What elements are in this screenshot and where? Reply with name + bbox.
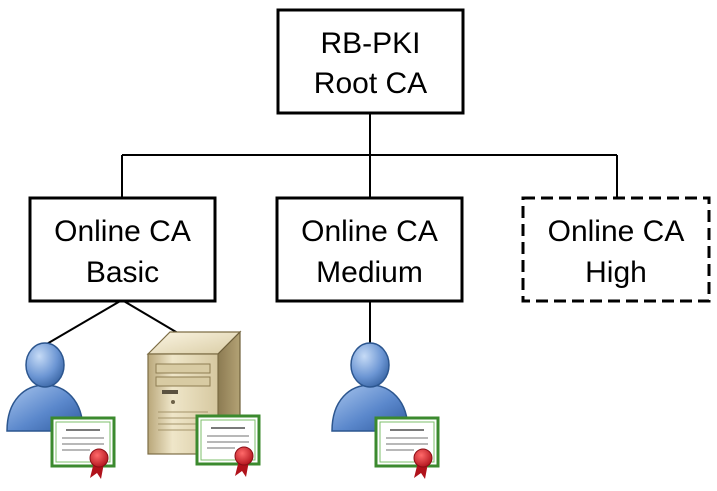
online-ca-medium-line2: Medium: [316, 256, 423, 289]
online-ca-medium-line1: Online CA: [301, 215, 438, 248]
user-head: [350, 342, 390, 388]
certificate-icon: [50, 416, 116, 479]
online-ca-basic-line2: Basic: [86, 256, 159, 289]
certificate-icon: [195, 414, 261, 477]
online-ca-basic-line1: Online CA: [54, 215, 191, 248]
online-ca-basic-node: Online CA Basic: [28, 196, 217, 303]
connectors: [44, 113, 618, 346]
root-ca-box: [276, 8, 465, 115]
basic-to-user-line: [44, 299, 123, 346]
root-ca-line2: Root CA: [314, 67, 427, 100]
certificate-icon: [374, 416, 440, 479]
online-ca-medium-node: Online CA Medium: [275, 196, 464, 303]
user-head: [25, 342, 65, 388]
online-ca-high-box: [521, 196, 711, 303]
online-ca-medium-box: [275, 196, 464, 303]
root-ca-line1: RB-PKI: [320, 27, 420, 60]
online-ca-high-node: Online CA High: [521, 196, 711, 303]
root-ca-node: RB-PKI Root CA: [276, 8, 465, 115]
online-ca-high-line1: Online CA: [548, 215, 685, 248]
online-ca-basic-box: [28, 196, 217, 303]
online-ca-high-line2: High: [585, 256, 647, 289]
